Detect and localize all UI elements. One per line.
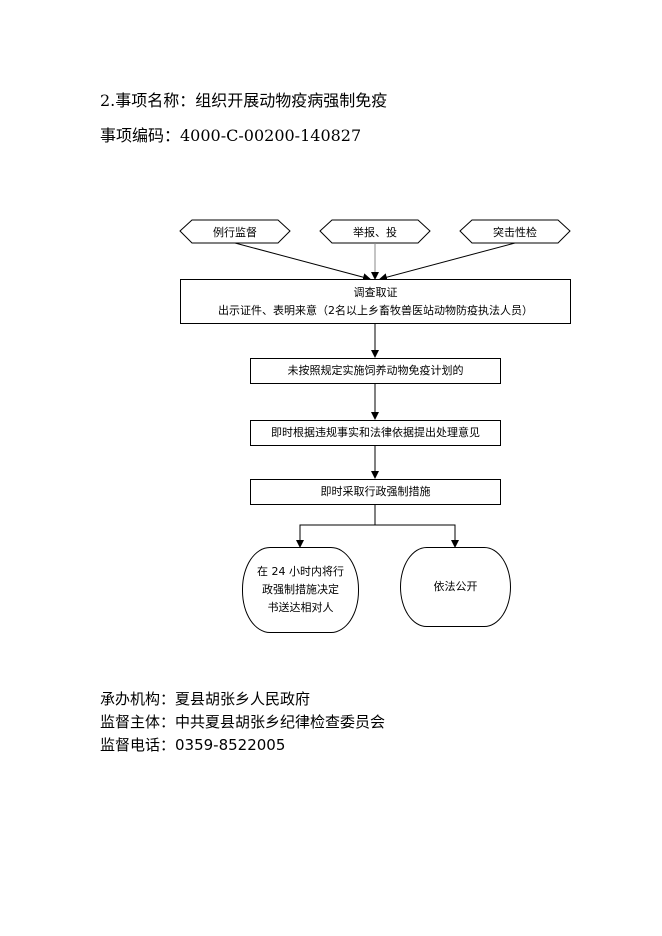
- investigate-detail: 出示证件、表明来意（2名以上乡畜牧兽医站动物防疫执法人员）: [218, 303, 533, 317]
- investigate-title: 调查取证: [353, 285, 398, 299]
- handling-org: 承办机构：夏县胡张乡人民政府: [100, 690, 311, 708]
- source-hexagon: [319, 219, 431, 244]
- source-report-complaint: 举报、投: [353, 226, 397, 239]
- item-code: 事项编码：4000-C-00200-140827: [100, 126, 362, 145]
- item-title: 2.事项名称：组织开展动物疫病强制免疫: [100, 91, 388, 110]
- source-surprise-inspection: 突击性检: [493, 226, 537, 239]
- step-violation-box: 未按照规定实施饲养动物免疫计划的: [250, 358, 501, 384]
- end-left-line: 政强制措施决定: [262, 583, 339, 596]
- step-opinion-box: 即时根据违规事实和法律依据提出处理意见: [250, 420, 501, 446]
- end-deliver-decision-box: 在 24 小时内将行 政强制措施决定 书送达相对人: [242, 547, 359, 633]
- end-left-line: 在 24 小时内将行: [257, 565, 344, 578]
- step-enforcement-box: 即时采取行政强制措施: [250, 479, 501, 505]
- source-hexagon: [459, 219, 571, 244]
- end-left-line: 书送达相对人: [267, 601, 334, 614]
- end-public-box: 依法公开: [400, 547, 511, 627]
- supervision-phone: 监督电话：0359-8522005: [100, 736, 286, 754]
- source-routine-supervision: 例行监督: [213, 226, 257, 239]
- supervising-body: 监督主体：中共夏县胡张乡纪律检查委员会: [100, 713, 386, 731]
- source-hexagon: [179, 219, 291, 244]
- investigate-box: 调查取证 出示证件、表明来意（2名以上乡畜牧兽医站动物防疫执法人员）: [180, 279, 571, 324]
